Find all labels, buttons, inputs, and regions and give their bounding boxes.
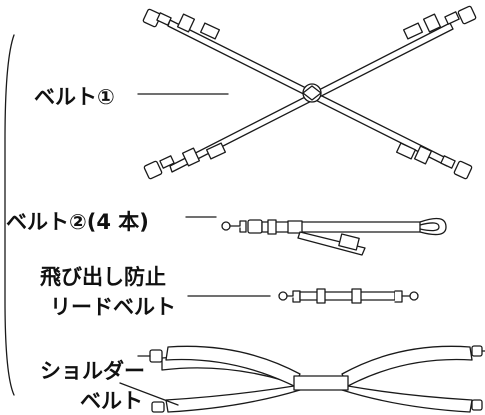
belt2-illustration <box>221 217 447 256</box>
lead-belt-label-line1: 飛び出し防止 <box>40 265 166 289</box>
lead-belt-illustration <box>278 288 419 304</box>
shoulder-belt-label-line1: ショルダー <box>40 359 145 383</box>
belt1-label: ベルト① <box>34 85 115 109</box>
belt1-illustration <box>142 5 477 180</box>
lead-belt-label-line2: リードベルト <box>50 295 176 319</box>
shoulder-belt-label-line2: ベルト <box>80 389 143 413</box>
shoulder-belt-illustration <box>137 345 485 413</box>
belt2-label: ベルト②(4 本) <box>6 210 149 234</box>
shoulder-belt-leader-line <box>119 382 179 406</box>
group-bracket <box>4 34 15 396</box>
